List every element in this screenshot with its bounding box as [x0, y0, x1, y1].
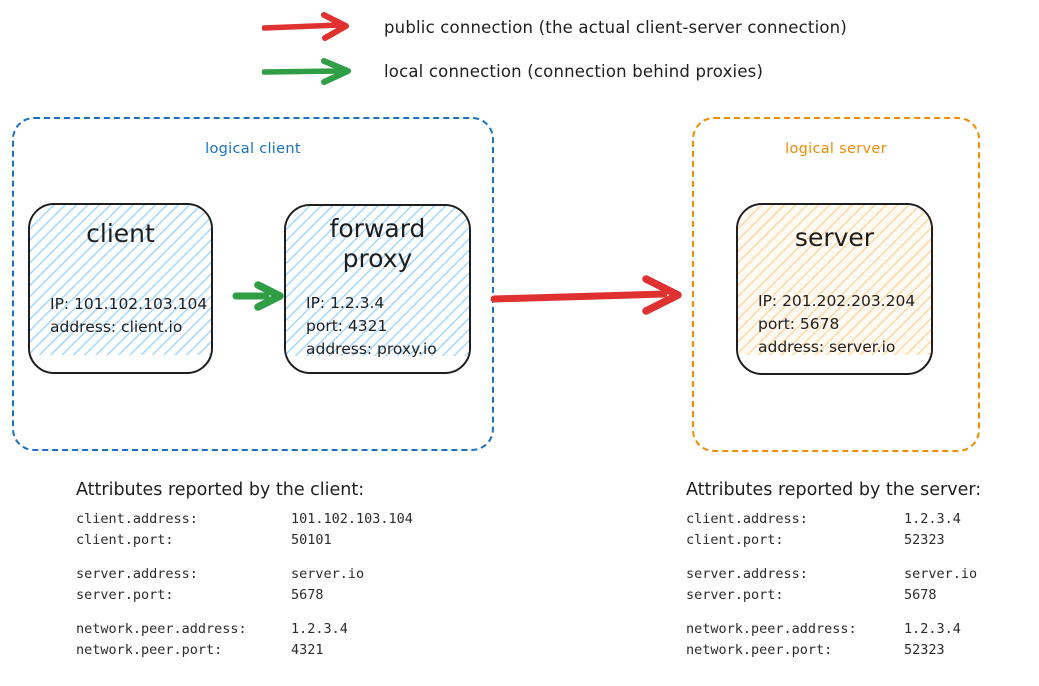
attribute-row: network.peer.address: 1.2.3.4	[76, 619, 413, 640]
attribute-value: server.io	[291, 566, 365, 583]
attribute-spacer-cell	[686, 605, 977, 619]
attribute-value: server.io	[904, 566, 978, 583]
attribute-value: 4321	[291, 641, 324, 658]
forward-proxy-node-hatch-fill	[286, 206, 469, 356]
attribute-value: 5678	[904, 586, 937, 603]
server-node-detail-port: port: 5678	[758, 314, 840, 333]
forward-proxy-detail-ip: IP: 1.2.3.4	[306, 294, 385, 312]
server-attributes-rows: client.address: 1.2.3.4 client.port: 52323 s…	[686, 509, 977, 660]
attribute-value: 1.2.3.4	[291, 621, 348, 638]
server-node-detail-address: address: server.io	[758, 337, 896, 356]
attribute-spacer-cell	[686, 550, 977, 564]
attribute-spacer-cell	[76, 605, 413, 619]
forward-proxy-detail-port: port: 4321	[306, 316, 388, 335]
server-node[interactable]: server IP: 201.202.203.204 port: 5678 ad…	[736, 203, 933, 375]
attribute-row: server.port: 5678	[76, 585, 413, 606]
attribute-key: network.peer.address:	[76, 621, 247, 638]
green-arrow-icon	[232, 281, 284, 311]
attribute-row: server.port: 5678	[686, 585, 977, 606]
attribute-row-spacer	[686, 550, 977, 564]
attribute-value: 50101	[291, 531, 332, 548]
attribute-key: client.port:	[686, 531, 784, 548]
attribute-key: network.peer.port:	[686, 641, 833, 658]
attribute-row-spacer	[76, 550, 413, 564]
attribute-value: 1.2.3.4	[904, 511, 961, 527]
client-node-detail-ip: IP: 101.102.103.104	[50, 295, 208, 313]
server-attributes-heading: Attributes reported by the server:	[686, 480, 982, 500]
server-node-hatch-fill	[738, 205, 931, 355]
legend-item-public-connection: public connection (the actual client-ser…	[262, 12, 847, 42]
forward-proxy-title-line-2: proxy	[342, 243, 413, 273]
attribute-key: server.address:	[76, 566, 198, 583]
legend-label-public-connection: public connection (the actual client-ser…	[384, 17, 847, 37]
forward-proxy-node-title: forward proxy	[286, 214, 469, 273]
attribute-row: client.port: 50101	[76, 530, 413, 551]
server-node-title: server	[794, 223, 875, 252]
forward-proxy-title-line-1: forward	[329, 214, 426, 243]
attribute-spacer-cell	[76, 550, 413, 564]
client-node[interactable]: client IP: 101.102.103.104 address: clie…	[28, 203, 213, 374]
client-attributes-block: Attributes reported by the client: clien…	[76, 480, 413, 660]
red-arrow-icon	[262, 12, 349, 41]
attribute-row: server.address: server.io	[76, 564, 413, 585]
forward-proxy-node[interactable]: forward proxy IP: 1.2.3.4 port: 4321 add…	[284, 204, 471, 374]
logical-client-group: logical client	[12, 117, 494, 451]
green-arrow-icon	[262, 58, 351, 85]
attribute-value: 101.102.103.104	[291, 511, 413, 527]
forward-proxy-detail-address: address: proxy.io	[306, 339, 437, 358]
attribute-key: network.peer.port:	[76, 641, 223, 658]
attribute-row: server.address: server.io	[686, 564, 977, 585]
attribute-row: client.address: 1.2.3.4	[686, 509, 977, 530]
forward-proxy-node-details: IP: 1.2.3.4 port: 4321 address: proxy.io	[286, 292, 469, 361]
client-node-detail-address: address: client.io	[50, 317, 183, 336]
attribute-value: 52323	[904, 531, 945, 548]
attribute-value: 52323	[904, 641, 945, 658]
attribute-row: client.address: 101.102.103.104	[76, 509, 413, 530]
legend-item-local-connection: local connection (connection behind prox…	[262, 56, 763, 86]
attribute-row-spacer	[686, 605, 977, 619]
server-node-detail-ip: IP: 201.202.203.204	[758, 292, 916, 310]
attribute-key: server.port:	[76, 586, 174, 603]
attribute-row: network.peer.port: 52323	[686, 640, 977, 661]
red-arrow-icon	[490, 275, 682, 315]
attribute-value: 5678	[291, 586, 324, 603]
attribute-value: 1.2.3.4	[904, 621, 961, 638]
client-node-title: client	[86, 219, 155, 248]
attribute-row: network.peer.address: 1.2.3.4	[686, 619, 977, 640]
attribute-row: client.port: 52323	[686, 530, 977, 551]
client-attributes-rows: client.address: 101.102.103.104 client.por…	[76, 509, 413, 660]
server-attributes-block: Attributes reported by the server: clien…	[686, 480, 981, 660]
attribute-row: network.peer.port: 4321	[76, 640, 413, 661]
attribute-key: server.address:	[686, 566, 808, 583]
logical-server-group-title: logical server	[785, 141, 887, 157]
client-attributes-table: client.address: 101.102.103.104 client.por…	[76, 509, 413, 660]
client-node-details: IP: 101.102.103.104 address: client.io	[30, 293, 211, 339]
logical-server-group: logical server	[692, 117, 980, 452]
logical-client-group-title: logical client	[205, 141, 301, 157]
attribute-key: client.address:	[76, 511, 198, 527]
client-node-hatch-fill	[30, 205, 211, 355]
attribute-key: client.address:	[686, 511, 808, 527]
client-attributes-heading: Attributes reported by the client:	[76, 480, 365, 500]
attribute-key: network.peer.address:	[686, 621, 857, 638]
legend-label-local-connection: local connection (connection behind prox…	[384, 61, 764, 81]
attribute-key: client.port:	[76, 531, 174, 548]
attribute-key: server.port:	[686, 586, 784, 603]
server-attributes-table: client.address: 1.2.3.4 client.port: 52323 s…	[686, 509, 977, 660]
attribute-row-spacer	[76, 605, 413, 619]
server-node-details: IP: 201.202.203.204 port: 5678 address: …	[738, 290, 931, 359]
